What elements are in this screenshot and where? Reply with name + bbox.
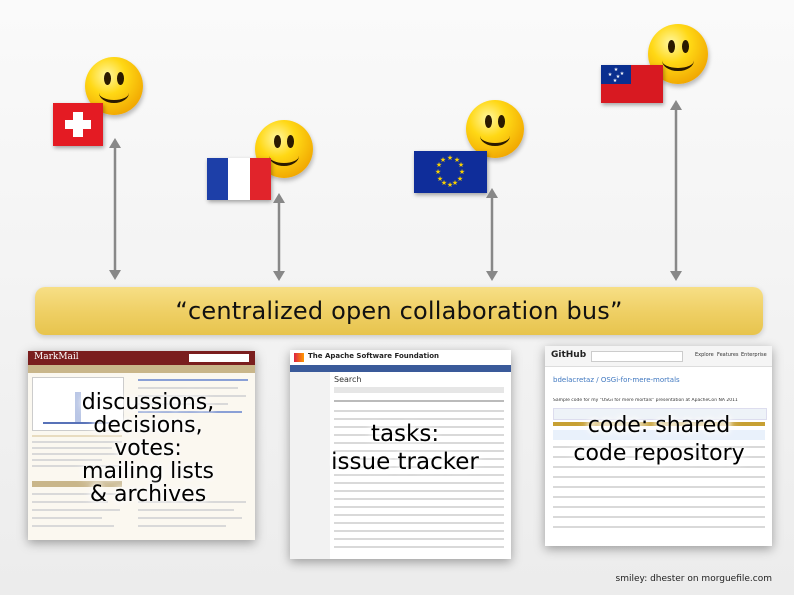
- eu-flag: ★★★ ★★★ ★★★ ★★★: [414, 151, 487, 193]
- repo-description: Sample code for my "OSGi for mere mortal…: [553, 398, 738, 403]
- collaboration-bus: “centralized open collaboration bus”: [35, 287, 763, 335]
- svg-text:★: ★: [620, 71, 625, 77]
- svg-text:★: ★: [616, 74, 621, 80]
- issue-tracker-screenshot: The Apache Software Foundation Search ta…: [290, 350, 511, 559]
- svg-text:★: ★: [454, 156, 460, 164]
- double-arrow-icon: [273, 193, 285, 281]
- nav-enterprise[interactable]: Enterprise: [741, 352, 767, 358]
- nav-explore[interactable]: Explore: [695, 352, 714, 358]
- france-flag: [207, 158, 271, 200]
- code-overlay: code: shared code repository: [549, 414, 769, 465]
- svg-text:★: ★: [437, 175, 443, 183]
- mailing-overlay: discussions, decisions, votes: mailing l…: [48, 390, 248, 508]
- svg-text:★: ★: [458, 161, 464, 169]
- svg-text:★: ★: [440, 156, 446, 164]
- overlay-line: & archives: [89, 482, 207, 508]
- samoa-flag: ★★★ ★★: [601, 65, 663, 103]
- image-credit: smiley: dhester on morguefile.com: [615, 574, 772, 584]
- markmail-header: MarkMail: [28, 351, 255, 365]
- overlay-line: tasks:: [370, 421, 440, 447]
- svg-text:★: ★: [435, 168, 441, 176]
- svg-text:★: ★: [457, 175, 463, 183]
- search-title: Search: [334, 375, 362, 384]
- svg-text:★: ★: [608, 72, 613, 78]
- apache-header: The Apache Software Foundation: [290, 350, 511, 365]
- bus-label: “centralized open collaboration bus”: [175, 297, 623, 325]
- nav-features[interactable]: Features: [717, 352, 739, 358]
- github-header: GitHub Explore Features Enterprise: [545, 346, 772, 367]
- svg-text:★: ★: [436, 161, 442, 169]
- svg-text:★: ★: [614, 67, 619, 73]
- svg-text:★: ★: [459, 168, 465, 176]
- mailing-list-screenshot: MarkMail discussions, decisions,: [28, 351, 255, 540]
- overlay-line: votes:: [114, 436, 182, 462]
- overlay-line: code repository: [573, 441, 745, 467]
- repo-path[interactable]: bdelacretaz / OSGi-for-mere-mortals: [553, 376, 680, 384]
- switzerland-flag: [53, 103, 103, 146]
- code-repository-screenshot: GitHub Explore Features Enterprise bdela…: [545, 346, 772, 546]
- overlay-line: discussions,: [81, 390, 215, 415]
- svg-text:★: ★: [441, 179, 447, 187]
- messages-chart: [32, 377, 124, 431]
- double-arrow-icon: [486, 188, 498, 281]
- double-arrow-icon: [670, 100, 682, 281]
- apache-title: The Apache Software Foundation: [308, 352, 440, 360]
- smiley-icon: [466, 100, 524, 158]
- double-arrow-icon: [109, 138, 121, 280]
- overlay-line: issue tracker: [331, 449, 479, 476]
- overlay-line: mailing lists: [82, 459, 214, 485]
- overlay-line: decisions,: [93, 413, 203, 439]
- svg-text:★: ★: [447, 181, 453, 189]
- svg-text:★: ★: [613, 78, 618, 84]
- svg-text:★: ★: [452, 179, 458, 187]
- tasks-overlay: tasks: issue tracker: [300, 422, 510, 474]
- markmail-logo: MarkMail: [34, 352, 79, 362]
- github-brand: GitHub: [551, 350, 587, 360]
- overlay-line: code: shared: [587, 413, 731, 438]
- eu-stars: ★★★ ★★★ ★★★ ★★★: [435, 154, 465, 189]
- svg-text:★: ★: [447, 154, 453, 162]
